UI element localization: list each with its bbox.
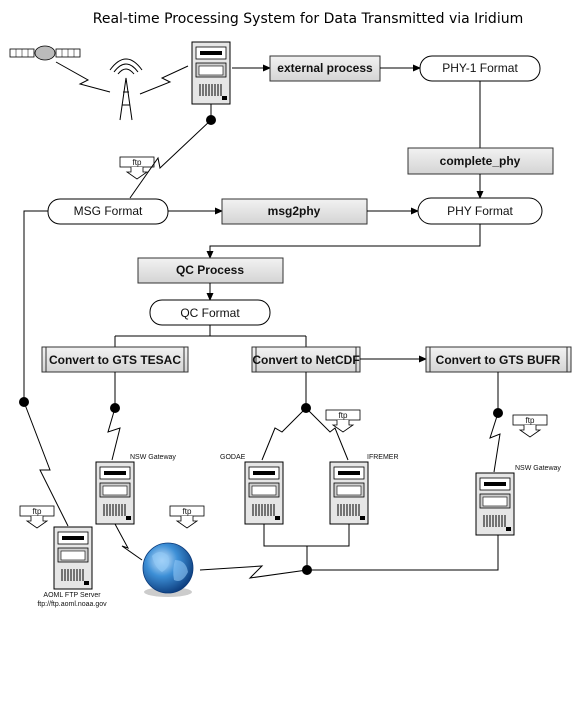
qc-format: QC Format — [149, 299, 271, 326]
svg-text:Convert to NetCDF: Convert to NetCDF — [252, 353, 359, 367]
ftp-label: ftp — [133, 158, 142, 167]
msg-format: MSG Format — [47, 198, 169, 225]
ifremer-label: IFREMER — [367, 454, 399, 461]
antenna-tower-icon — [109, 58, 143, 121]
svg-text:external process: external process — [277, 61, 373, 75]
svg-text:MSG Format: MSG Format — [74, 204, 143, 218]
svg-text:complete_phy: complete_phy — [440, 154, 521, 168]
satellite-link — [55, 61, 111, 93]
convert-netcdf-box: Convert to NetCDF — [251, 346, 361, 373]
msg2phy-box: msg2phy — [221, 198, 368, 225]
svg-text:ftp: ftp — [526, 416, 535, 425]
svg-text:PHY-1 Format: PHY-1 Format — [442, 61, 518, 75]
qc-process-box: QC Process — [137, 257, 284, 284]
svg-text:Convert to GTS BUFR: Convert to GTS BUFR — [436, 353, 561, 367]
svg-text:PHY Format: PHY Format — [447, 204, 513, 218]
nsw-gateway-left-label: NSW Gateway — [130, 454, 176, 461]
nsw-gateway-right-label: NSW Gateway — [515, 465, 561, 472]
phy-format: PHY Format — [417, 197, 543, 225]
svg-text:ftp: ftp — [33, 507, 42, 516]
svg-text:ftp: ftp — [339, 411, 348, 420]
complete-phy-box: complete_phy — [407, 147, 554, 175]
svg-text:QC Format: QC Format — [180, 306, 240, 320]
godae-label: GODAE — [220, 454, 246, 461]
convert-tesac-box: Convert to GTS TESAC — [41, 346, 189, 373]
server-icon — [191, 41, 231, 105]
aoml-url-label: ftp://ftp.aoml.noaa.gov — [37, 601, 107, 608]
tower-link — [139, 65, 189, 95]
svg-text:QC Process: QC Process — [176, 263, 244, 277]
svg-text:msg2phy: msg2phy — [268, 204, 321, 218]
diagram-title: Real-time Processing System for Data Tra… — [93, 11, 523, 27]
aoml-server-label: AOML FTP Server — [43, 592, 101, 599]
convert-bufr-box: Convert to GTS BUFR — [425, 346, 572, 373]
external-process-box: external process — [269, 55, 381, 82]
phy1-format: PHY-1 Format — [419, 55, 541, 82]
svg-text:Convert to GTS TESAC: Convert to GTS TESAC — [49, 353, 181, 367]
globe-icon — [142, 542, 194, 597]
satellite-icon — [9, 45, 81, 61]
svg-text:ftp: ftp — [183, 507, 192, 516]
